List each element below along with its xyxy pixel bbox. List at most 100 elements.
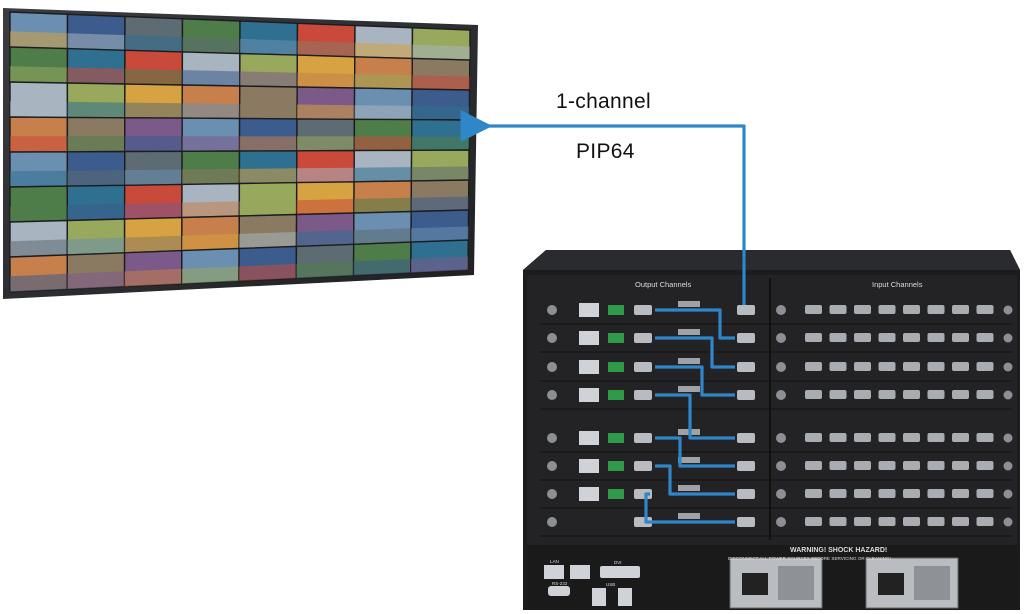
terminal-block [608,362,624,372]
input-port [829,390,847,399]
screw [1003,305,1013,315]
input-port [805,433,822,442]
video-wall-tile-shade [67,203,125,221]
terminal-block [608,489,624,499]
video-wall-tile-shade [182,70,240,86]
input-port [976,362,994,371]
input-port [903,390,920,399]
input-port [829,305,847,314]
video-wall-tile-shade [181,266,240,284]
video-wall-tile-shade [239,168,297,184]
video-wall-tile-shade [10,205,68,222]
input-port [927,305,945,314]
video-wall-tile-shade [297,40,355,57]
video-wall-tile-shade [182,136,240,152]
input-port [829,333,847,342]
video-wall-tile-shade [411,166,469,181]
screw [1003,390,1013,400]
output-port-small [678,485,700,491]
input-port [927,390,945,399]
input-port [927,433,945,442]
input-port [805,489,822,498]
video-wall-tile-shade [411,226,469,243]
video-wall-tile-shade [411,196,469,212]
input-port [952,390,969,399]
video-wall-tile-shade [354,136,412,151]
video-wall-tile-shade [354,167,412,182]
video-wall-tile-shade [239,103,298,119]
input-port [878,333,896,342]
input-port [927,461,945,470]
lan-port [579,360,599,374]
video-wall-tile-shade [297,104,355,120]
video-wall-tile-shade [239,136,297,151]
video-wall-tile-shade [411,136,470,151]
video-wall-tile-shade [67,170,125,187]
video-wall-tile-shade [124,136,183,152]
input-port [854,461,871,470]
video-wall-tile-shade [124,68,183,85]
input-port [805,362,822,371]
video-wall-tile-shade [353,197,412,213]
input-port [903,517,920,526]
chassis-slots [540,301,1013,537]
video-wall [3,8,478,299]
video-wall-tile-shade [239,200,297,216]
pip-chain-1 [655,308,735,340]
input-port [903,433,920,442]
video-wall-tile-shade [410,256,469,273]
input-port [903,461,920,470]
input-port [976,517,994,526]
output-to-wall-arrow [460,110,746,305]
output-port-small [678,329,700,335]
control-ports [544,565,640,606]
input-port [854,390,871,399]
screw [1003,362,1013,372]
video-wall-tile-shade [10,31,68,49]
terminal-block [608,333,624,343]
input-port [829,489,847,498]
screw [776,305,786,315]
screw [547,489,557,499]
video-wall-tile-shade [296,136,355,151]
input-port [829,433,847,442]
video-wall-tile-shade [181,201,240,218]
input-port [927,489,945,498]
signal-path [460,110,746,524]
pip-chain-4 [655,393,735,440]
video-wall-tile-shade [182,103,240,119]
output-port [737,517,755,527]
input-channels-title: Input Channels [872,280,923,289]
screw [547,362,557,372]
video-wall-tile-shade [353,228,412,245]
input-port [854,305,871,314]
lan-port [579,331,599,345]
channel-label: 1-channel [556,90,651,113]
screw [1003,461,1013,471]
video-wall-tile-shade [239,71,298,87]
video-wall-tile-shade [412,44,470,60]
pip-chain-7 [644,492,735,524]
matrix-chassis: Output Channels Input Channels WARNING! … [523,250,1020,610]
input-port [805,390,822,399]
video-wall-tile-shade [67,101,125,118]
input-port [952,461,969,470]
video-wall-tile-shade [239,232,297,249]
input-port [952,333,969,342]
video-wall-tile-shade [124,169,183,186]
input-port [829,362,847,371]
video-wall-tiles [9,11,471,293]
lan-port [579,303,599,317]
video-wall-tile-shade [124,102,183,119]
input-port [927,333,945,342]
input-port [878,362,896,371]
screw [776,517,786,527]
output-port-small [678,358,700,364]
video-wall-tile-shade [10,273,68,292]
output-port [737,461,755,471]
screw [547,305,557,315]
output-port-small [678,386,700,392]
input-port [829,461,847,470]
screw [1003,433,1013,443]
